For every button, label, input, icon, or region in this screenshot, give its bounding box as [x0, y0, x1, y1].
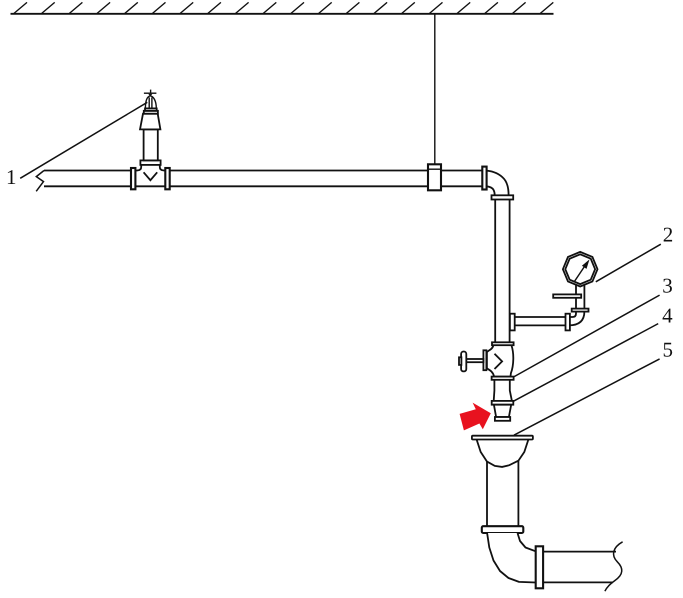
drain-elbow-inner	[516, 532, 537, 553]
gauge-branch-flange-right	[564, 312, 571, 332]
drain-flange	[480, 525, 525, 535]
tee-shoulder-right	[158, 164, 164, 172]
nozzle-cone	[492, 403, 513, 418]
sprinkler-nipple	[142, 128, 159, 162]
main-pipe-walls	[44, 169, 483, 188]
elbow-outer	[486, 169, 510, 196]
leader-lines	[19, 101, 662, 436]
gauge-stem-flange	[570, 307, 590, 313]
valve-flange-top	[491, 341, 515, 347]
valve-flange-bottom	[490, 375, 515, 381]
outlet-pipe	[543, 550, 616, 584]
label-5: 5	[663, 337, 674, 361]
leader-line-4	[513, 322, 659, 402]
outlet-flange	[534, 545, 545, 590]
valve-stem	[465, 358, 485, 364]
riser-pipe	[494, 199, 511, 343]
valve-stem-cap	[458, 356, 463, 366]
gauge-cock-handle	[552, 293, 583, 299]
label-2: 2	[663, 222, 674, 246]
label-1: 1	[6, 165, 17, 189]
pipe-break-left-icon	[35, 169, 45, 192]
tee-flow-chevron	[142, 171, 158, 182]
nozzle-collar	[493, 416, 512, 422]
gauge-dial-outer	[561, 250, 599, 288]
ceiling-hatching	[13, 1, 554, 14]
ceiling	[10, 1, 554, 15]
gauge-branch-fill	[514, 311, 585, 326]
gauge-needle-arrowhead	[581, 259, 590, 269]
funnel-rim	[470, 434, 534, 441]
pipe-clamp	[426, 163, 443, 192]
tee-flange-right	[164, 166, 171, 191]
gauge-dial-inner	[564, 253, 597, 286]
elbow-flange-v	[490, 194, 515, 201]
leader-line-1	[19, 101, 148, 179]
valve-body	[486, 344, 515, 378]
test-nozzle	[490, 379, 515, 422]
drain-pipe	[486, 460, 520, 527]
sprinkler-body	[138, 112, 162, 131]
leader-line-2	[595, 243, 662, 283]
main-pipe	[35, 169, 483, 192]
sprinkler-seat	[144, 107, 158, 112]
nozzle-neck	[492, 379, 513, 402]
gauge-branch-flange-left	[508, 312, 516, 332]
tee-shoulder-left	[137, 164, 143, 172]
elbow-inner	[486, 185, 496, 196]
funnel-bowl	[475, 439, 530, 468]
drain-elbow-outer	[486, 532, 536, 584]
label-4: 4	[662, 303, 673, 327]
tee-flange-left	[129, 166, 137, 191]
elbow-fill	[486, 170, 509, 196]
pressure-gauge-assembly	[508, 250, 599, 332]
drain-funnel	[470, 434, 623, 592]
label-3: 3	[662, 274, 673, 298]
elbow-top-right	[481, 165, 515, 201]
pipe-break-right-icon	[604, 541, 623, 592]
sprinkler-pin	[148, 93, 153, 97]
leader-line-3	[513, 294, 660, 378]
gauge-branch-top	[514, 311, 577, 318]
valve-flow-chevron	[493, 353, 504, 370]
test-valve	[458, 341, 515, 381]
drain-elbow-fill	[487, 533, 536, 583]
callout-labels: 1 2 3 4 5	[6, 165, 673, 362]
flow-arrow	[459, 402, 491, 431]
sprinkler-assembly	[129, 89, 171, 191]
elbow-flange-h	[481, 165, 488, 191]
sprinkler-frame-arms	[144, 95, 157, 109]
leader-line-5	[513, 358, 660, 436]
